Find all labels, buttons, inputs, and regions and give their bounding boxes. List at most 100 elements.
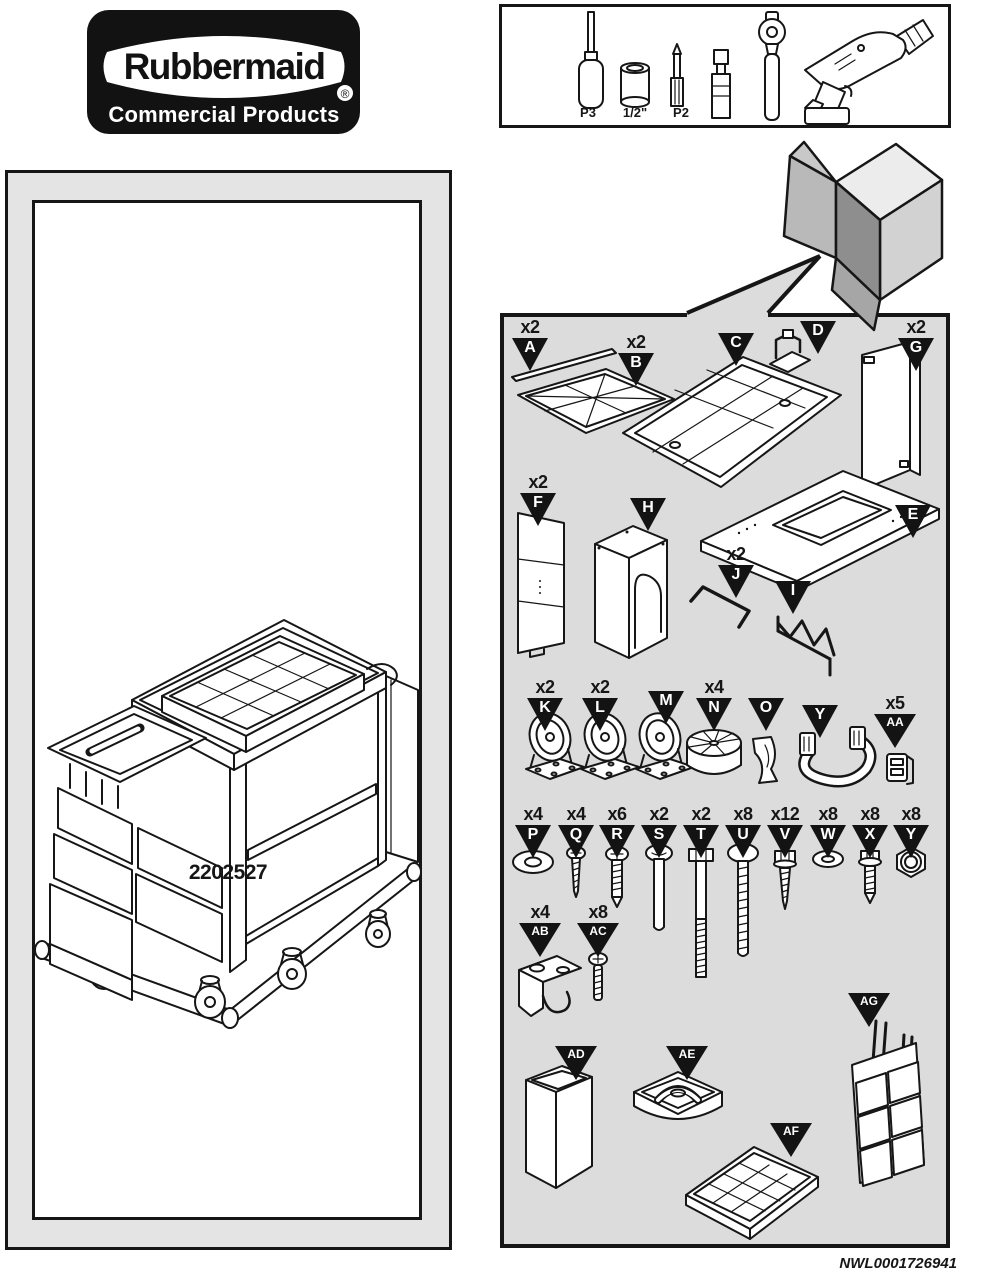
box-callout-funnel xyxy=(686,254,822,318)
part-triangle: X xyxy=(852,825,888,858)
part-triangle: S xyxy=(641,825,677,858)
part-aa-clip-icon xyxy=(886,753,914,785)
part-marker-J: x2 J xyxy=(718,545,754,598)
part-l-caster-icon xyxy=(580,712,640,780)
part-qty: x8 xyxy=(860,804,880,824)
part-d-latch-icon xyxy=(769,329,811,373)
part-marker-R: x6 R xyxy=(599,805,635,858)
tools-illustration xyxy=(578,11,934,125)
part-u-carriage-bolt-icon xyxy=(727,843,759,957)
part-m-caster-icon xyxy=(635,712,695,780)
tool-label-p3: P3 xyxy=(580,105,596,120)
part-marker-T: x2 T xyxy=(683,805,719,858)
part-qty: x4 xyxy=(523,804,543,824)
part-qty: x2 xyxy=(535,677,555,697)
phillips-bit-icon xyxy=(670,43,684,107)
cart-bin xyxy=(53,833,133,915)
part-marker-S: x2 S xyxy=(641,805,677,858)
cart-base-right xyxy=(229,863,415,1027)
part-marker-L: x2 L xyxy=(582,678,618,731)
logo-subtitle-text: Commercial Products xyxy=(108,102,339,127)
part-triangle: T xyxy=(683,825,719,858)
logo-registered-mark: ® xyxy=(341,87,350,101)
part-qty: x2 xyxy=(906,317,926,337)
part-marker-AA: x5 AA xyxy=(874,694,916,748)
part-ag-organizer-icon xyxy=(851,1019,925,1187)
model-number: 2202527 xyxy=(188,861,268,884)
part-marker-F: x2 F xyxy=(520,473,556,526)
logo-brand-text: Rubbermaid xyxy=(124,46,325,87)
part-triangle: K xyxy=(527,698,563,731)
part-qty: x8 xyxy=(818,804,838,824)
cart-organizer-tray xyxy=(161,635,365,753)
part-marker-N: x4 N xyxy=(696,678,732,731)
part-qty: x4 xyxy=(530,902,550,922)
part-triangle: M xyxy=(648,691,684,724)
shipping-box-icon xyxy=(782,140,944,332)
part-marker-AF: AF xyxy=(770,1123,812,1157)
ratchet-icon xyxy=(758,11,786,121)
part-triangle: J xyxy=(718,565,754,598)
part-marker-V: x12 V xyxy=(767,805,803,858)
socket-icon xyxy=(620,62,650,108)
part-triangle: P xyxy=(515,825,551,858)
part-o-bracket-icon xyxy=(752,736,778,784)
document-code: NWL0001726941 xyxy=(839,1255,957,1272)
part-qty: x2 xyxy=(626,332,646,352)
part-qty: x4 xyxy=(566,804,586,824)
part-triangle: I xyxy=(775,581,811,614)
tool-label-half-inch: 1/2" xyxy=(622,105,648,120)
part-marker-Y-nut: x8 Y xyxy=(893,805,929,858)
part-triangle: W xyxy=(810,825,846,858)
part-marker-X: x8 X xyxy=(852,805,888,858)
part-qty: x2 xyxy=(726,544,746,564)
part-marker-AE: AE xyxy=(666,1046,708,1080)
rubbermaid-logo: Rubbermaid ® Commercial Products xyxy=(87,10,360,134)
part-marker-Y-strap: Y xyxy=(802,705,838,738)
cart-bumper xyxy=(406,862,422,882)
part-triangle: Y xyxy=(893,825,929,858)
part-triangle: AE xyxy=(666,1046,708,1080)
part-marker-AG: AG xyxy=(848,993,890,1027)
part-f-door-panel-icon xyxy=(517,512,565,658)
part-marker-H: H xyxy=(630,498,666,531)
part-qty: x8 xyxy=(901,804,921,824)
part-qty: x8 xyxy=(733,804,753,824)
part-marker-AC: x8 AC xyxy=(577,903,619,957)
part-marker-B: x2 B xyxy=(618,333,654,386)
cart-bumper xyxy=(221,1007,239,1029)
part-triangle: N xyxy=(696,698,732,731)
part-marker-P: x4 P xyxy=(515,805,551,858)
logo-lens-shape xyxy=(103,36,345,98)
part-triangle: Q xyxy=(558,825,594,858)
cart-fold-handle xyxy=(366,663,398,686)
part-triangle: AB xyxy=(519,923,561,957)
part-marker-O: O xyxy=(748,698,784,731)
part-ad-bin-icon xyxy=(525,1065,593,1189)
cart-bin xyxy=(57,787,133,865)
part-marker-M: M xyxy=(648,691,684,724)
logo-reg-circle xyxy=(337,85,353,101)
part-triangle: D xyxy=(800,321,836,354)
part-qty: x2 xyxy=(691,804,711,824)
part-marker-D: D xyxy=(800,321,836,354)
part-n-wheel-icon xyxy=(686,729,742,775)
part-ae-caddy-icon xyxy=(633,1071,723,1120)
part-a-rod-and-part-b-lid-icon xyxy=(511,348,675,434)
part-marker-AD: AD xyxy=(555,1046,597,1080)
part-k-caster-icon xyxy=(525,712,585,780)
part-x-hex-screw-icon xyxy=(858,850,882,904)
part-g-side-panel-icon xyxy=(861,341,921,491)
part-triangle: AC xyxy=(577,923,619,957)
part-marker-AB: x4 AB xyxy=(519,903,561,957)
part-qty: x2 xyxy=(649,804,669,824)
part-triangle: H xyxy=(630,498,666,531)
part-marker-W: x8 W xyxy=(810,805,846,858)
cart-right-post xyxy=(377,671,387,867)
cart-handle-section xyxy=(47,705,207,809)
cart-flap xyxy=(135,873,223,963)
part-marker-E: E xyxy=(895,505,931,538)
part-t-hex-bolt-icon xyxy=(688,848,714,978)
part-y-strap-icon xyxy=(798,726,877,788)
